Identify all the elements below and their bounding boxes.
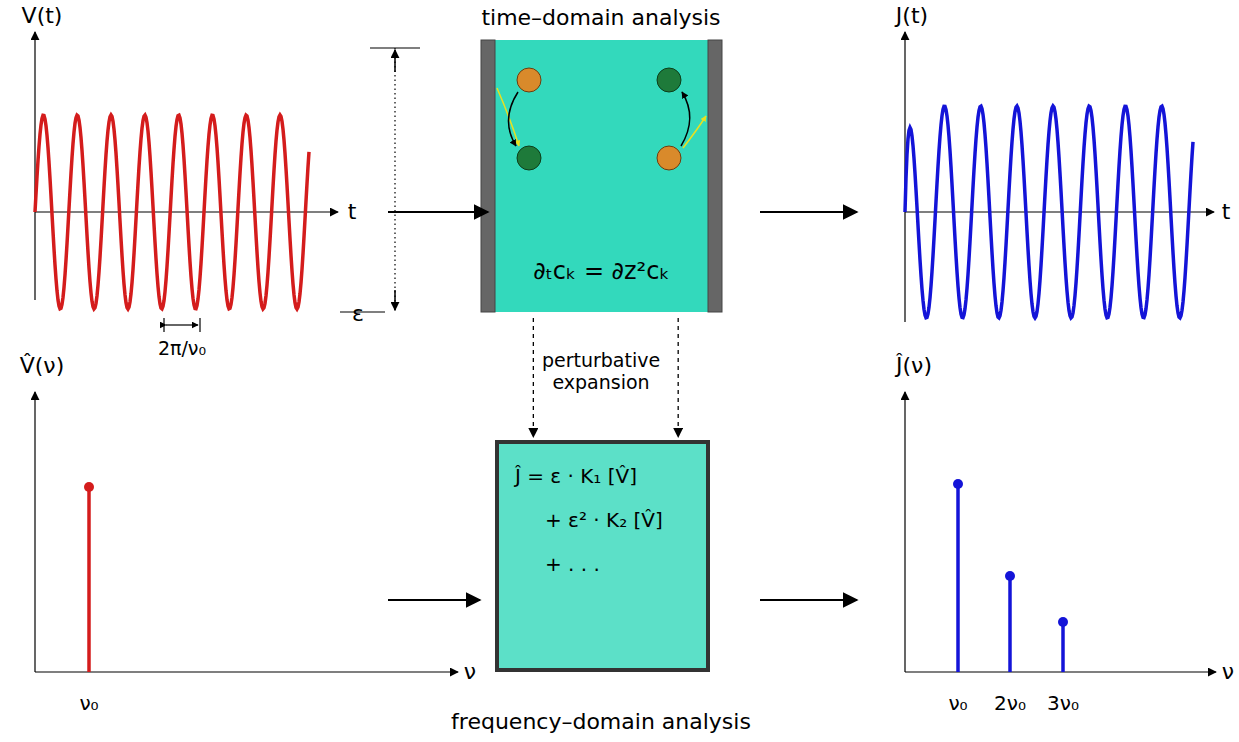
frequency-tick: ν₀	[948, 692, 967, 715]
electrochemical-cell	[481, 40, 722, 312]
axis-label: t	[1222, 199, 1231, 224]
axis-label: t	[348, 199, 357, 224]
frequency-tick: 2ν₀	[994, 692, 1026, 715]
axis-label: V̂(ν)	[20, 353, 65, 378]
equation: Ĵ = ε · K₁ [V̂]	[515, 465, 637, 488]
axis-label: Ĵ(ν)	[896, 353, 932, 378]
axis-label: ν	[464, 659, 476, 684]
axes	[905, 392, 1216, 672]
spectrum-stem	[953, 479, 1068, 672]
equation: ∂ₜcₖ = ∂z²cₖ	[533, 258, 669, 286]
input-signal	[35, 115, 309, 309]
equation: + ε² · K₂ [V̂]	[545, 509, 663, 532]
expansion-arrow	[678, 318, 679, 437]
period-marker	[164, 318, 200, 332]
frequency-tick: 3ν₀	[1047, 692, 1079, 715]
expansion-box: Ĵ = ε · K₁ [V̂] + ε² · K₂ [V̂] + . . .	[495, 440, 710, 672]
amplitude-marker	[340, 48, 420, 312]
row-heading: time–domain analysis	[481, 5, 720, 30]
expansion-note: perturbative expansion	[526, 350, 676, 394]
frequency-tick: ν₀	[79, 692, 98, 715]
axis-label: ν	[1222, 659, 1234, 684]
axes	[905, 32, 1214, 322]
axes	[35, 392, 458, 672]
cell-box: ∂ₜcₖ = ∂z²cₖ	[495, 40, 708, 312]
period-label: 2π/ν₀	[158, 338, 206, 360]
axis-label: V(t)	[22, 3, 63, 28]
expansion-arrow	[533, 318, 534, 437]
row-heading: frequency–domain analysis	[451, 709, 751, 734]
spectrum-stem	[84, 482, 94, 672]
amplitude-label: ε	[352, 301, 364, 326]
axis-label: J(t)	[896, 3, 928, 28]
equation: + . . .	[545, 553, 600, 576]
output-signal	[905, 106, 1193, 318]
